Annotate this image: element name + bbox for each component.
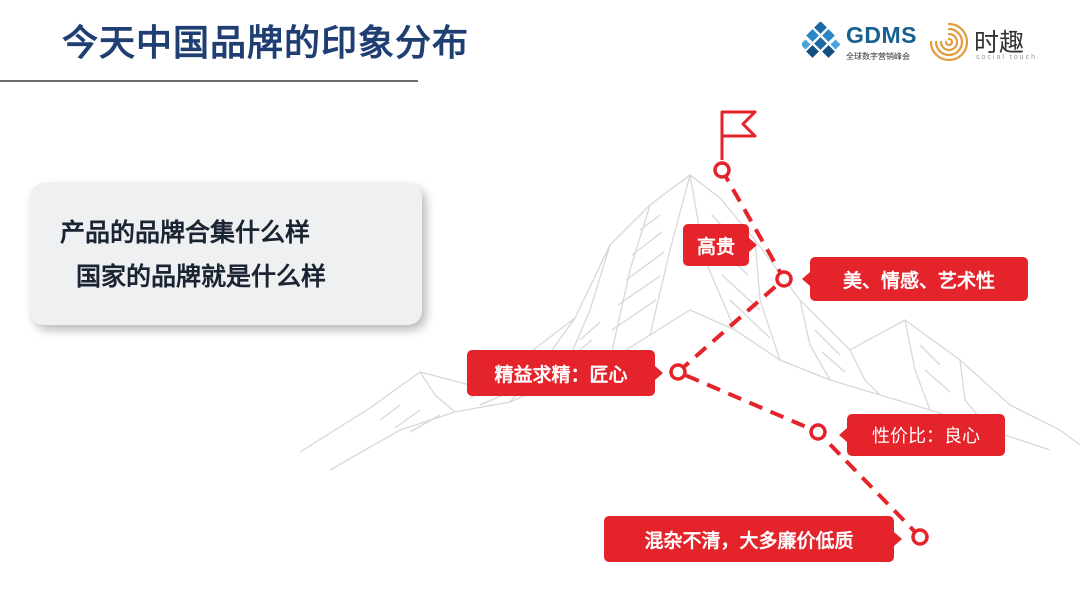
ascent-path [674, 169, 922, 539]
level-label-noble: 高贵 [683, 224, 749, 266]
waypoint-value [809, 423, 827, 441]
label-pointer [802, 272, 810, 286]
waypoint-beauty [775, 270, 793, 288]
social-touch-logo-text: 时趣 [974, 28, 1025, 57]
callout-box: 产品的品牌合集什么样 国家的品牌就是什么样 [30, 183, 422, 325]
waypoint-base [911, 528, 929, 546]
label-pointer [655, 366, 663, 380]
logo-group: GDMS 全球数字营销峰会 时趣 social touch [802, 20, 1052, 70]
flag-icon [720, 110, 757, 160]
waypoint-summit [713, 161, 731, 179]
social-touch-spiral-icon [930, 22, 968, 62]
level-label-beauty: 美、情感、艺术性 [810, 257, 1028, 301]
gdms-logo-subtitle: 全球数字营销峰会 [846, 52, 910, 61]
label-pointer [749, 238, 757, 252]
title-divider [0, 80, 418, 82]
level-label-low-quality: 混杂不清，大多廉价低质 [604, 516, 894, 562]
callout-line-2: 国家的品牌就是什么样 [76, 262, 327, 291]
level-label-value: 性价比：良心 [847, 414, 1005, 456]
label-pointer [894, 532, 902, 546]
page-title: 今天中国品牌的印象分布 [62, 23, 470, 64]
level-label-craftsmanship: 精益求精：匠心 [467, 350, 655, 396]
social-touch-logo-subtitle: social touch [976, 54, 1037, 61]
callout-line-1: 产品的品牌合集什么样 [60, 218, 311, 247]
gdms-cube-icon [802, 22, 840, 58]
gdms-logo-text: GDMS [846, 22, 917, 48]
waypoint-craftsmanship [669, 363, 687, 381]
label-pointer [839, 428, 847, 442]
